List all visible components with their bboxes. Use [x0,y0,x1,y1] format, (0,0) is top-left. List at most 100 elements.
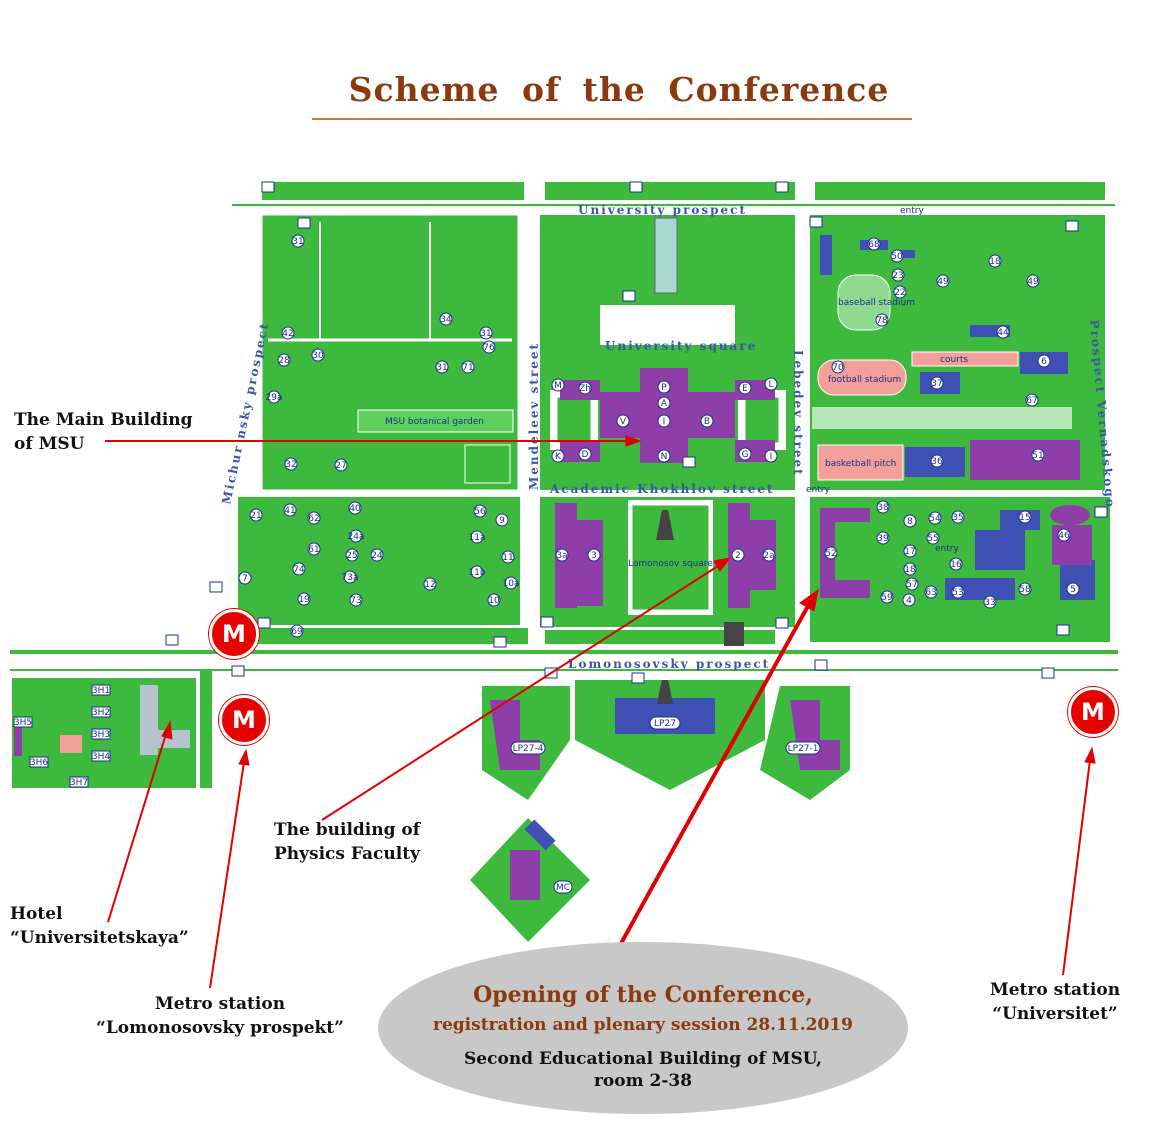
entry-label: entry [806,485,830,495]
svg-text:12: 12 [424,580,435,590]
svg-text:49: 49 [1027,277,1039,287]
svg-text:11: 11 [502,553,513,563]
building-marker: 5 [1066,582,1080,596]
opening-subline: registration and plenary session 28.11.2… [433,1015,853,1035]
building-marker: 22 [893,285,907,299]
building-marker: 61 [307,542,321,556]
svg-text:P: P [661,383,667,393]
svg-text:6: 6 [1041,357,1047,367]
svg-text:K: K [555,452,562,462]
arrow-metro-universitet [1062,759,1091,976]
svg-text:37: 37 [931,379,942,389]
svg-text:9: 9 [499,516,505,526]
building-marker: 11a [469,530,485,544]
arrow-opening [596,605,810,986]
building-marker: LP27-4 [510,741,546,755]
bus-stop-icon [540,616,554,628]
building-marker: 30 [311,348,325,362]
svg-text:56: 56 [474,507,486,517]
svg-text:D: D [582,450,589,460]
svg-text:41: 41 [284,506,295,516]
building-marker: 71 [461,360,475,374]
svg-text:34: 34 [440,315,452,325]
svg-text:MC: MC [556,883,570,893]
building-marker: 42 [281,326,295,340]
building-marker: 70 [831,360,845,374]
building-marker: 74 [292,562,306,576]
svg-text:M: M [554,381,562,391]
svg-text:I: I [770,452,773,462]
street-lomonosovsky-prospect: Lomonosovsky prospect [568,657,770,671]
svg-text:35: 35 [952,513,963,523]
arrow-physics [321,565,719,821]
svg-text:69: 69 [291,627,303,637]
street-lebedev: Lebedev street [791,350,805,477]
building-marker: 36 [930,454,944,468]
svg-text:Zh: Zh [579,384,591,394]
label-hotel: Hotel “Universitetskaya” [10,904,189,948]
svg-text:7: 7 [242,574,248,584]
building-marker: 28 [277,353,291,367]
arrow-head [799,588,819,612]
building-marker: 53 [951,585,965,599]
svg-text:49: 49 [937,277,949,287]
svg-text:3H4: 3H4 [92,752,110,762]
building-marker: 37 [930,376,944,390]
building-marker: 15 [1018,510,1032,524]
building-marker: 41 [283,503,297,517]
building-marker: 49 [1026,274,1040,288]
svg-text:63: 63 [925,588,936,598]
building-marker: 3 [587,548,601,562]
bus-stop-icon [257,617,271,629]
svg-text:25: 25 [346,551,357,561]
building-marker: 32 [284,457,298,471]
building-marker: 38 [876,500,890,514]
building-marker: 59 [880,590,894,604]
arrow-head [625,435,642,447]
entry-label: entry [935,544,959,554]
svg-text:36: 36 [931,457,943,467]
svg-text:46: 46 [1058,531,1070,541]
bus-stop-icon [297,217,311,229]
bus-stop-icons [165,181,1108,684]
botanical-garden-path [357,409,514,433]
garden-field [464,444,511,484]
svg-text:22: 22 [894,288,905,298]
bus-stop-icon [165,634,179,646]
svg-text:V: V [620,417,627,427]
metro-icon: M [219,695,269,745]
svg-text:78: 78 [876,316,888,326]
building-marker: 58 [1018,582,1032,596]
street-university-prospect: University prospect [578,203,747,217]
svg-text:59: 59 [881,593,893,603]
football-label: football stadium [828,375,901,385]
arrow-head [713,557,732,572]
svg-text:42: 42 [282,329,293,339]
building-marker: 73a [342,570,358,584]
building-marker: MC [553,880,573,894]
bus-stop-icon [682,456,696,468]
building-marker: 6 [1037,354,1051,368]
svg-text:3H5: 3H5 [14,718,32,728]
basketball-label: basketball pitch [825,459,896,469]
building-marker: 3a [555,548,569,562]
building-marker: 44 [996,325,1010,339]
svg-text:52: 52 [825,549,836,559]
building-marker: 34 [439,312,453,326]
svg-text:8: 8 [907,517,913,527]
building-marker: 9 [495,513,509,527]
svg-text:16: 16 [950,560,962,570]
label-metro-universitet: Metro station “Universitet” [989,980,1121,1024]
svg-text:LP27-4: LP27-4 [513,744,544,754]
svg-text:61: 61 [308,545,319,555]
building-marker: 3H5 [13,716,33,728]
second-educational-building [820,508,870,598]
bus-stop-icon [775,617,789,629]
building-marker: 33 [983,595,997,609]
arrow-head [238,748,250,766]
svg-text:74: 74 [293,565,305,575]
building-marker: 8 [903,514,917,528]
building-marker: 57 [905,577,919,591]
svg-text:I: I [663,417,666,427]
